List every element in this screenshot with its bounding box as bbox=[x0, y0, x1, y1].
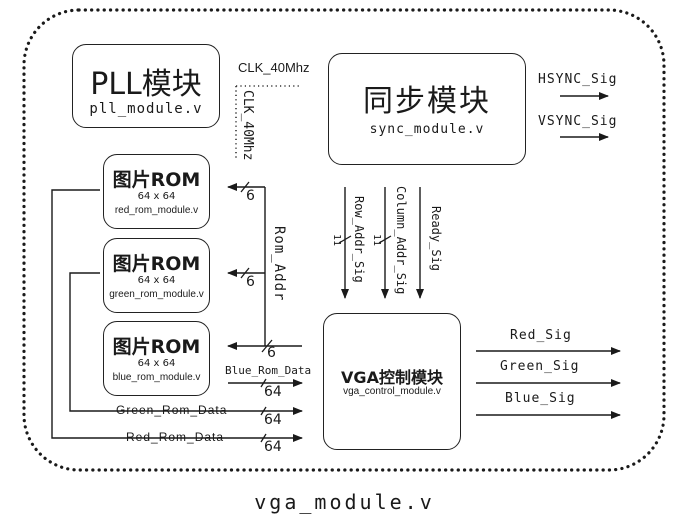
red-rom-file: red_rom_module.v bbox=[114, 205, 199, 216]
bus-slash-column bbox=[378, 235, 392, 244]
bus-slash-blue bbox=[261, 339, 273, 353]
row-addr-label: Row_Addr_Sig bbox=[352, 196, 366, 283]
green-data-width: 64 bbox=[264, 412, 282, 428]
blue-sig-label: Blue_Sig bbox=[505, 391, 576, 406]
vga-control-file: vga_control_module.v bbox=[343, 386, 441, 397]
red-rom-size: 64 x 64 bbox=[137, 191, 176, 202]
red-data-width: 64 bbox=[264, 439, 282, 455]
bus-slash-row bbox=[338, 235, 352, 244]
green-rom-title: 图片ROM bbox=[112, 253, 201, 275]
green-sig-label: Green_Sig bbox=[500, 359, 580, 374]
red-rom-data-label: Red_Rom_Data bbox=[126, 430, 225, 444]
rom-addr-label: Rom_Addr bbox=[271, 226, 287, 302]
clk-label-vertical: CLK_40Mhz bbox=[240, 90, 255, 161]
rom-addr-red-width: 6 bbox=[246, 188, 255, 204]
bus-slash-green bbox=[240, 267, 250, 279]
red-sig-label: Red_Sig bbox=[510, 328, 572, 343]
bus-slash-green-data bbox=[260, 406, 267, 416]
blue-rom-title: 图片ROM bbox=[112, 336, 201, 358]
sync-module-file: sync_module.v bbox=[369, 122, 485, 137]
vga-control-module[interactable]: VGA控制模块 vga_control_module.v bbox=[323, 313, 461, 450]
row-addr-width: 11 bbox=[331, 234, 342, 247]
module-boundary bbox=[22, 8, 666, 472]
sync-module[interactable]: 同步模块 sync_module.v bbox=[328, 53, 526, 165]
rom-addr-blue-width: 6 bbox=[267, 345, 276, 361]
pll-module[interactable]: PLL模块 pll_module.v bbox=[72, 44, 220, 128]
red-rom-title: 图片ROM bbox=[112, 169, 201, 191]
diagram-title: vga_module.v bbox=[254, 490, 435, 514]
bus-slash-red bbox=[240, 181, 250, 193]
column-addr-width: 11 bbox=[371, 234, 382, 247]
green-rom-size: 64 x 64 bbox=[137, 275, 176, 286]
green-rom-module[interactable]: 图片ROM 64 x 64 green_rom_module.v bbox=[103, 238, 210, 313]
red-data-wire bbox=[51, 189, 303, 442]
green-rom-file: green_rom_module.v bbox=[109, 289, 204, 300]
green-data-wire bbox=[69, 272, 303, 415]
vga-control-title: VGA控制模块 bbox=[341, 368, 443, 387]
blue-rom-file: blue_rom_module.v bbox=[112, 372, 201, 383]
column-addr-label: Column_Addr_Sig bbox=[394, 186, 408, 295]
vsync-label: VSYNC_Sig bbox=[538, 114, 618, 129]
green-rom-data-label: Green_Rom_Data bbox=[116, 403, 228, 417]
red-rom-module[interactable]: 图片ROM 64 x 64 red_rom_module.v bbox=[103, 154, 210, 229]
clk-label-horizontal: CLK_40Mhz bbox=[238, 60, 310, 75]
blue-rom-data-label: Blue_Rom_Data bbox=[225, 364, 312, 377]
rom-addr-green-width: 6 bbox=[246, 274, 255, 290]
pll-module-file: pll_module.v bbox=[89, 101, 203, 117]
ready-label: Ready_Sig bbox=[429, 206, 443, 272]
hsync-label: HSYNC_Sig bbox=[538, 72, 618, 87]
pll-module-title: PLL模块 bbox=[90, 67, 202, 102]
sync-module-title: 同步模块 bbox=[363, 84, 491, 119]
blue-rom-module[interactable]: 图片ROM 64 x 64 blue_rom_module.v bbox=[103, 321, 210, 396]
blue-data-width: 64 bbox=[264, 384, 282, 400]
bus-slash-blue-data bbox=[260, 378, 267, 388]
bus-slash-red-data bbox=[260, 433, 267, 443]
blue-rom-size: 64 x 64 bbox=[137, 358, 176, 369]
